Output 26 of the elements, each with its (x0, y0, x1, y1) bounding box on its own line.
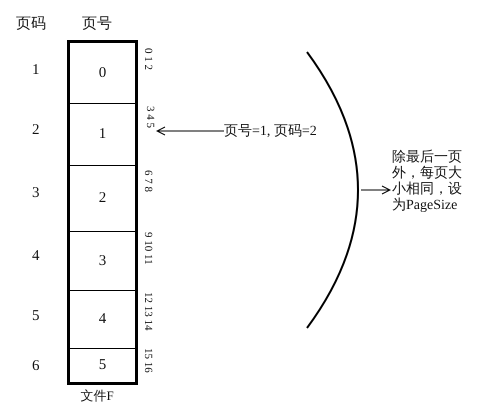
column-header: 页号 (82, 15, 112, 33)
note-text: 除最后一页外，每页大小相同，设为PageSize (392, 150, 468, 218)
file-caption: 文件F (80, 387, 114, 405)
page-cell: 3 (70, 232, 135, 291)
page-number: 4 (32, 248, 40, 265)
arrow (360, 186, 390, 194)
byte-offsets: 15 16 (142, 348, 153, 373)
byte-offsets: 6 7 8 (142, 170, 153, 192)
page-number: 3 (32, 185, 40, 202)
byte-offsets: 0 1 2 (142, 48, 153, 70)
page-cell: 4 (70, 291, 135, 349)
pointer-label: 页号=1, 页码=2 (224, 122, 364, 140)
arrow (156, 126, 224, 136)
byte-offsets: 12 13 14 (142, 292, 153, 330)
byte-offsets: 9 10 11 (142, 232, 153, 265)
column-header: 页码 (16, 15, 46, 33)
page-number: 5 (32, 308, 40, 325)
page-number: 2 (32, 122, 40, 139)
byte-offsets: 3 4 5 (142, 106, 155, 150)
page-number: 6 (32, 358, 40, 375)
page-number: 1 (32, 62, 40, 79)
page-cell: 0 (70, 43, 135, 104)
page-cell: 5 (70, 349, 135, 382)
page-cell: 2 (70, 166, 135, 232)
page-cell: 1 (70, 104, 135, 166)
file-box (67, 40, 138, 385)
